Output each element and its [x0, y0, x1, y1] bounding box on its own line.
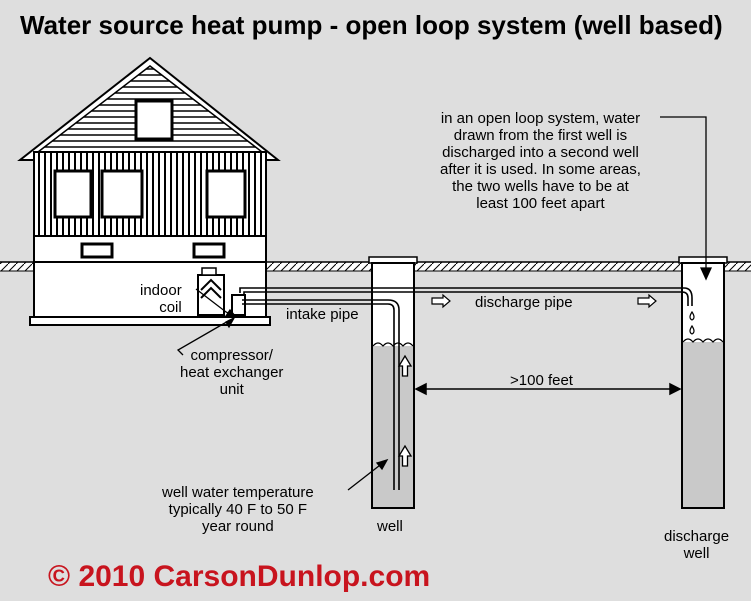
window — [205, 169, 247, 219]
flow-right-arrow — [637, 293, 657, 309]
floor-slab — [29, 316, 271, 326]
house — [17, 56, 281, 326]
distance-arrow — [414, 382, 682, 396]
well-temperature-label: well water temperature typically 40 F to… — [162, 484, 314, 535]
discharge-well — [678, 256, 728, 509]
leader-lines — [176, 116, 713, 491]
intake-pipe-label: intake pipe — [286, 306, 359, 323]
flow-right-arrow — [431, 293, 451, 309]
copyright-notice: © 2010 CarsonDunlop.com — [48, 560, 431, 593]
basement-window — [192, 242, 226, 259]
well-label: well — [377, 518, 403, 535]
window — [100, 169, 144, 219]
distance-label: >100 feet — [510, 372, 573, 389]
compressor-label: compressor/ heat exchanger unit — [180, 347, 284, 398]
page-title: Water source heat pump - open loop syste… — [20, 10, 723, 40]
heat-pump-unit — [197, 267, 246, 316]
discharge-pipe — [239, 287, 693, 306]
open-loop-note: in an open loop system, water drawn from… — [440, 110, 641, 212]
basement-window — [80, 242, 114, 259]
window — [53, 169, 93, 219]
discharge-well-label: discharge well — [664, 528, 730, 562]
discharge-pipe-label: discharge pipe — [475, 294, 573, 311]
intake-pipe — [242, 299, 400, 490]
supply-well — [368, 256, 418, 509]
attic-window — [134, 99, 174, 141]
indoor-coil-label: indoor coil — [140, 282, 182, 316]
